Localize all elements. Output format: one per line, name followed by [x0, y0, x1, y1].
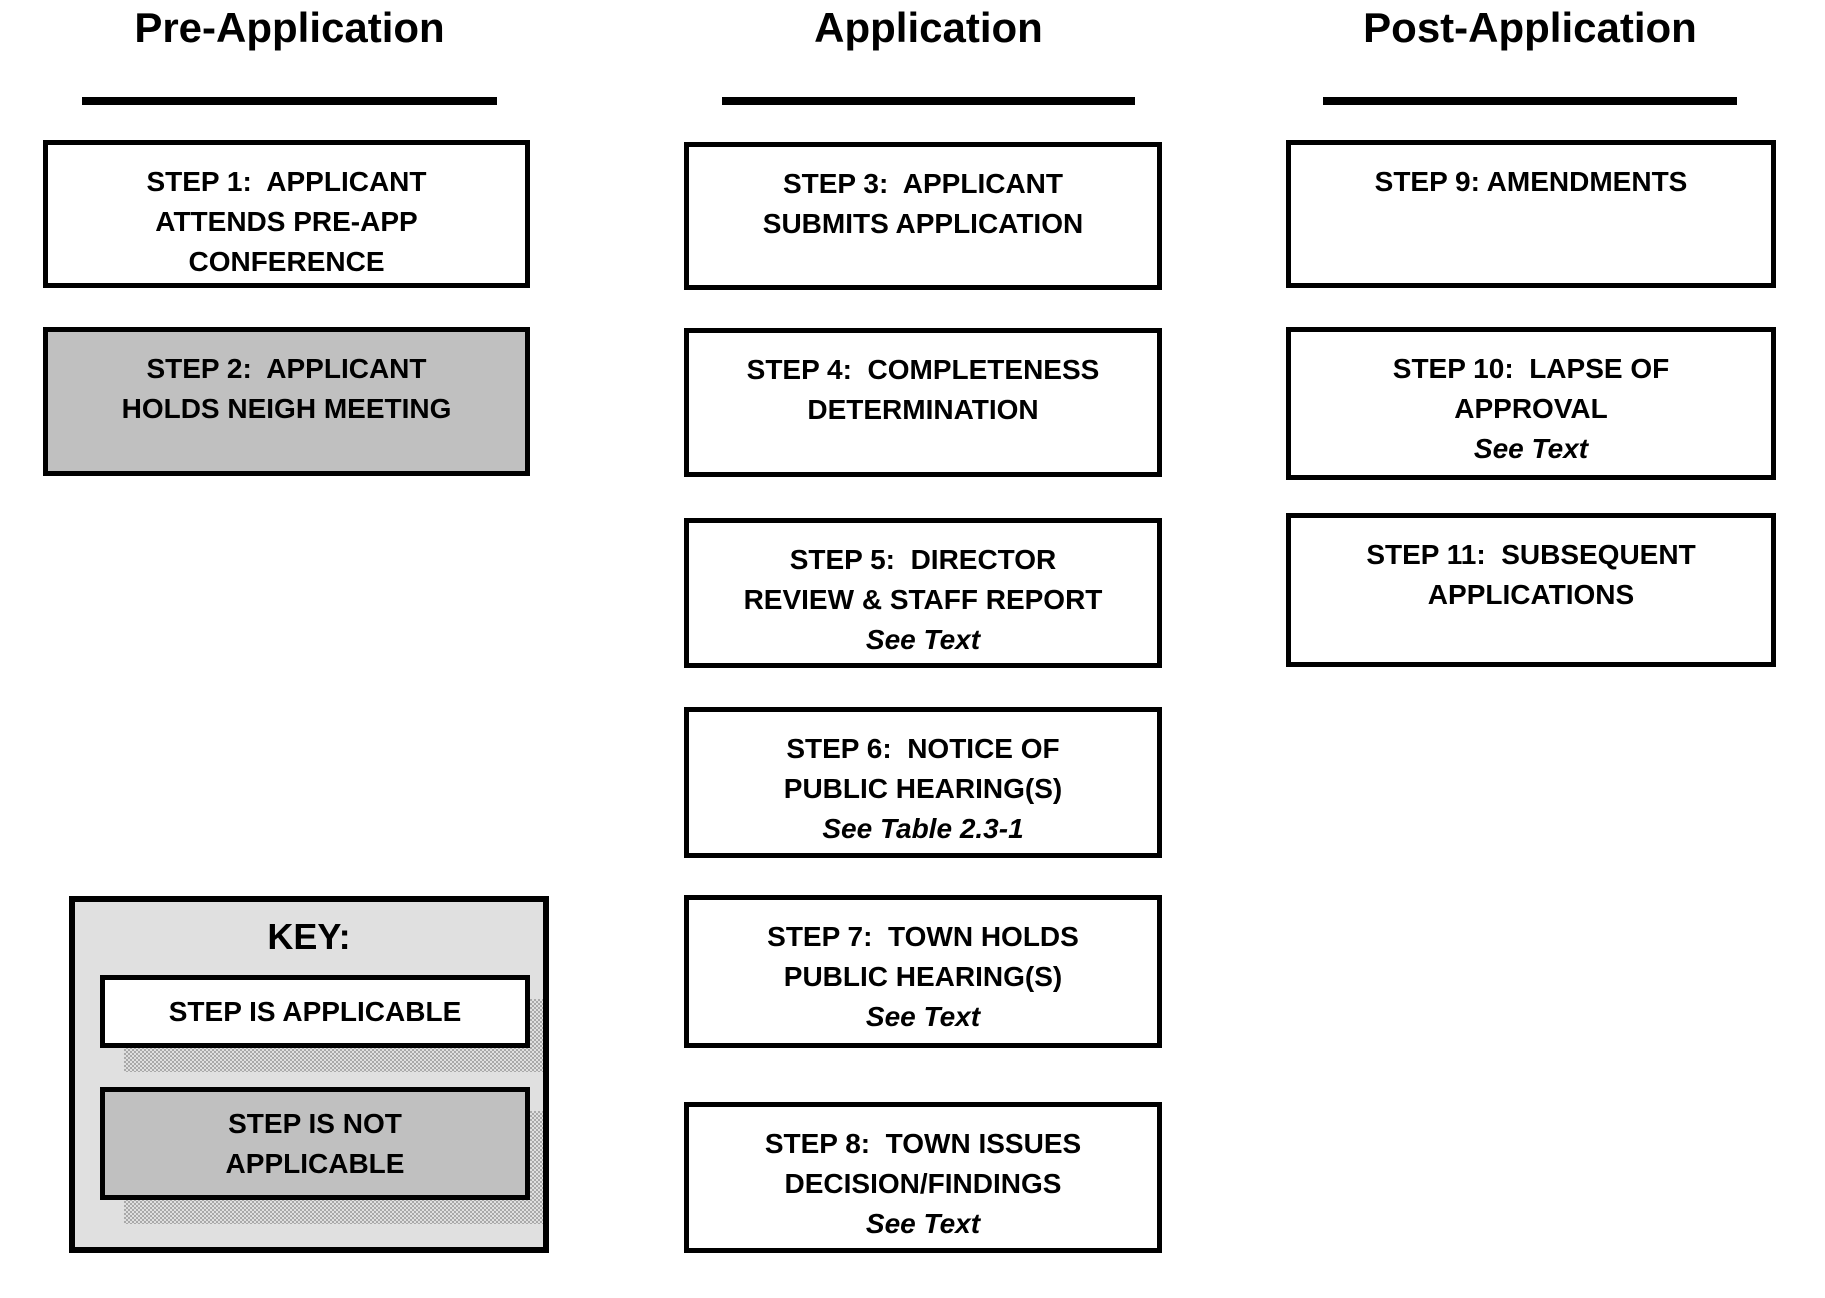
- step-6-see-reference: See Table 2.3-1: [822, 813, 1024, 844]
- step-3-box: STEP 3: APPLICANT SUBMITS APPLICATION: [684, 142, 1186, 314]
- column-header-application: Application: [722, 0, 1135, 106]
- step-10-box: STEP 10: LAPSE OF APPROVAL See Text: [1286, 327, 1800, 504]
- step-3-line-2: SUBMITS APPLICATION: [762, 208, 1084, 239]
- step-6-line-1: STEP 6: NOTICE OF: [786, 733, 1060, 764]
- pre-application-underline: [82, 97, 497, 105]
- application-title: Application: [814, 4, 1043, 51]
- key-not-applicable-line-1: STEP IS NOT: [228, 1107, 402, 1139]
- column-header-pre-application: Pre-Application: [82, 0, 497, 106]
- key-not-applicable-line-2: APPLICABLE: [225, 1147, 405, 1179]
- key-applicable-label: STEP IS APPLICABLE: [168, 995, 462, 1027]
- step-9-box: STEP 9: AMENDMENTS: [1286, 140, 1800, 312]
- step-5-line-1: STEP 5: DIRECTOR: [789, 544, 1057, 575]
- step-5-see-reference: See Text: [865, 624, 981, 655]
- step-8-line-1: STEP 8: TOWN ISSUES: [764, 1128, 1082, 1159]
- step-4-line-2: DETERMINATION: [807, 394, 1039, 425]
- step-5-box: STEP 5: DIRECTOR REVIEW & STAFF REPORT S…: [684, 518, 1186, 692]
- post-application-underline: [1323, 97, 1737, 105]
- step-2-box: STEP 2: APPLICANT HOLDS NEIGH MEETING: [43, 327, 554, 500]
- step-10-line-1: STEP 10: LAPSE OF: [1392, 353, 1670, 384]
- step-8-line-2: DECISION/FINDINGS: [784, 1168, 1062, 1199]
- column-header-post-application: Post-Application: [1323, 0, 1737, 106]
- application-underline: [722, 97, 1135, 105]
- step-1-line-1: STEP 1: APPLICANT: [146, 166, 427, 197]
- key-title: KEY:: [267, 916, 351, 957]
- step-7-line-1: STEP 7: TOWN HOLDS: [767, 921, 1079, 952]
- post-application-title: Post-Application: [1363, 4, 1697, 51]
- step-7-see-reference: See Text: [865, 1001, 981, 1032]
- step-1-box: STEP 1: APPLICANT ATTENDS PRE-APP CONFER…: [43, 140, 554, 312]
- step-2-line-2: HOLDS NEIGH MEETING: [121, 393, 452, 424]
- key-step-applicable-swatch: STEP IS APPLICABLE: [100, 975, 543, 1072]
- step-6-box: STEP 6: NOTICE OF PUBLIC HEARING(S) See …: [684, 707, 1186, 882]
- step-6-line-2: PUBLIC HEARING(S): [783, 773, 1063, 804]
- pre-application-title: Pre-Application: [134, 4, 445, 51]
- step-1-line-3: CONFERENCE: [188, 246, 385, 277]
- step-5-line-2: REVIEW & STAFF REPORT: [743, 584, 1103, 615]
- step-2-line-1: STEP 2: APPLICANT: [146, 353, 427, 384]
- step-11-line-2: APPLICATIONS: [1427, 579, 1635, 610]
- step-8-see-reference: See Text: [865, 1208, 981, 1239]
- step-1-line-2: ATTENDS PRE-APP: [155, 206, 418, 237]
- step-7-line-2: PUBLIC HEARING(S): [783, 961, 1063, 992]
- step-11-box: STEP 11: SUBSEQUENT APPLICATIONS: [1286, 513, 1800, 691]
- step-4-box: STEP 4: COMPLETENESS DETERMINATION: [684, 328, 1186, 501]
- key-legend: KEY: STEP IS APPLICABLE STEP IS NOT APPL…: [69, 896, 549, 1253]
- step-10-line-2: APPROVAL: [1454, 393, 1608, 424]
- step-8-box: STEP 8: TOWN ISSUES DECISION/FINDINGS Se…: [684, 1102, 1186, 1277]
- step-9-line-1: STEP 9: AMENDMENTS: [1374, 166, 1688, 197]
- step-7-box: STEP 7: TOWN HOLDS PUBLIC HEARING(S) See…: [684, 895, 1186, 1072]
- key-step-not-applicable-swatch: STEP IS NOT APPLICABLE: [100, 1087, 543, 1224]
- step-4-line-1: STEP 4: COMPLETENESS: [746, 354, 1100, 385]
- step-10-see-reference: See Text: [1473, 433, 1589, 464]
- step-11-line-1: STEP 11: SUBSEQUENT: [1366, 539, 1696, 570]
- step-3-line-1: STEP 3: APPLICANT: [782, 168, 1064, 199]
